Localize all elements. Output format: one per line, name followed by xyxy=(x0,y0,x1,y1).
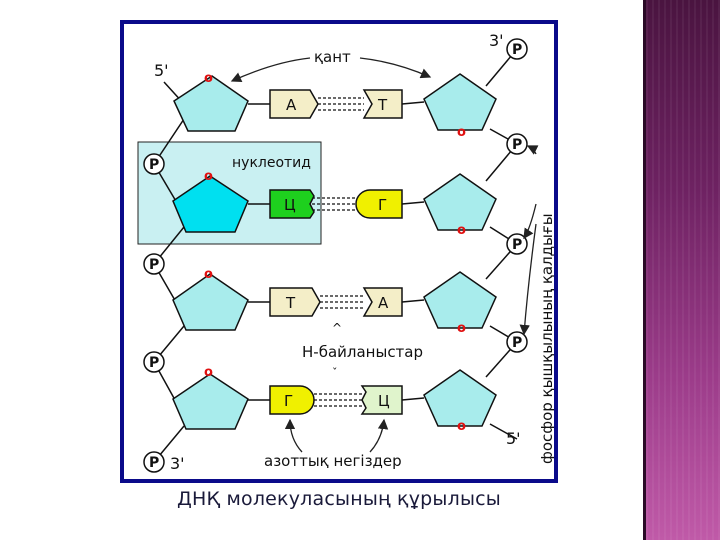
base-pair-4: Г Ц xyxy=(269,385,403,415)
base-A xyxy=(269,89,319,119)
end-3-top: 3' xyxy=(489,31,504,50)
svg-text:P: P xyxy=(512,137,522,153)
base-pair-3: Т А xyxy=(269,287,403,317)
base-pair-2: Ц Г xyxy=(269,189,403,219)
end-3-bottom: 3' xyxy=(170,454,185,473)
sugar-right-2 xyxy=(423,173,497,231)
base-G xyxy=(355,189,403,219)
svg-text:o: o xyxy=(204,365,213,380)
svg-text:o: o xyxy=(204,169,213,184)
right-sugars xyxy=(423,73,497,427)
svg-text:P: P xyxy=(149,157,159,173)
left-sugars xyxy=(172,75,249,430)
svg-text:o: o xyxy=(204,267,213,282)
svg-text:Ц: Ц xyxy=(284,196,296,214)
h-bonds-label: H-байланыстар xyxy=(302,343,423,361)
oxygen-marks: o o o o o o o o xyxy=(204,71,466,434)
sugar-left-4 xyxy=(172,373,249,430)
dna-diagram: нуклеотид o o o o xyxy=(124,24,556,479)
base-T xyxy=(269,287,321,317)
base-T xyxy=(362,89,403,119)
h-bonds-arrow-down: ˇ xyxy=(332,366,338,379)
sugar-right-1 xyxy=(423,73,497,131)
phosphate-residue-label: фосфор қышқылының қалдығы xyxy=(538,213,554,464)
svg-text:o: o xyxy=(457,223,466,238)
side-decoration-bar xyxy=(643,0,720,540)
svg-text:o: o xyxy=(457,125,466,140)
base-A xyxy=(362,287,403,317)
bases-label: азоттық негіздер xyxy=(264,452,402,470)
end-5-top: 5' xyxy=(154,61,169,80)
svg-text:Ц: Ц xyxy=(378,392,390,410)
svg-text:Г: Г xyxy=(284,392,293,410)
svg-text:Т: Т xyxy=(377,96,388,114)
end-5-bottom: 5' xyxy=(506,429,521,448)
svg-text:P: P xyxy=(149,355,159,371)
sugar-left-2 xyxy=(172,175,249,233)
sugar-left-3 xyxy=(172,273,249,331)
base-C xyxy=(269,189,315,219)
right-phosphates: P P P P xyxy=(506,38,528,353)
h-bonds-arrow-up: ^ xyxy=(332,321,342,335)
sugar-base-links xyxy=(248,101,425,401)
sugar-left-1 xyxy=(173,75,249,132)
left-phosphates: P P P P xyxy=(143,153,165,473)
side-decoration-stripes xyxy=(646,0,720,540)
svg-text:P: P xyxy=(149,455,159,471)
figure-caption: ДНҚ молекуласының құрылысы xyxy=(177,488,501,510)
nucleotide-label: нуклеотид xyxy=(232,155,311,171)
svg-text:o: o xyxy=(457,419,466,434)
phosphate-arrows xyxy=(519,145,539,336)
base-pair-1: А Т xyxy=(269,89,403,119)
bases-arrows xyxy=(284,418,389,453)
svg-text:P: P xyxy=(512,42,522,58)
sugar-right-4 xyxy=(423,369,497,427)
sugar-right-3 xyxy=(423,271,497,329)
svg-text:P: P xyxy=(512,335,522,351)
sugar-arrows xyxy=(230,57,432,82)
base-G xyxy=(269,385,315,415)
svg-text:P: P xyxy=(512,237,522,253)
svg-text:А: А xyxy=(378,294,389,312)
svg-text:o: o xyxy=(457,321,466,336)
svg-text:o: o xyxy=(204,71,213,86)
base-C xyxy=(360,385,403,415)
svg-text:Г: Г xyxy=(378,196,387,214)
svg-text:Т: Т xyxy=(285,294,296,312)
sugar-label: қант xyxy=(314,48,351,66)
svg-text:P: P xyxy=(149,257,159,273)
hydrogen-bonds xyxy=(312,97,364,407)
svg-text:А: А xyxy=(286,96,297,114)
